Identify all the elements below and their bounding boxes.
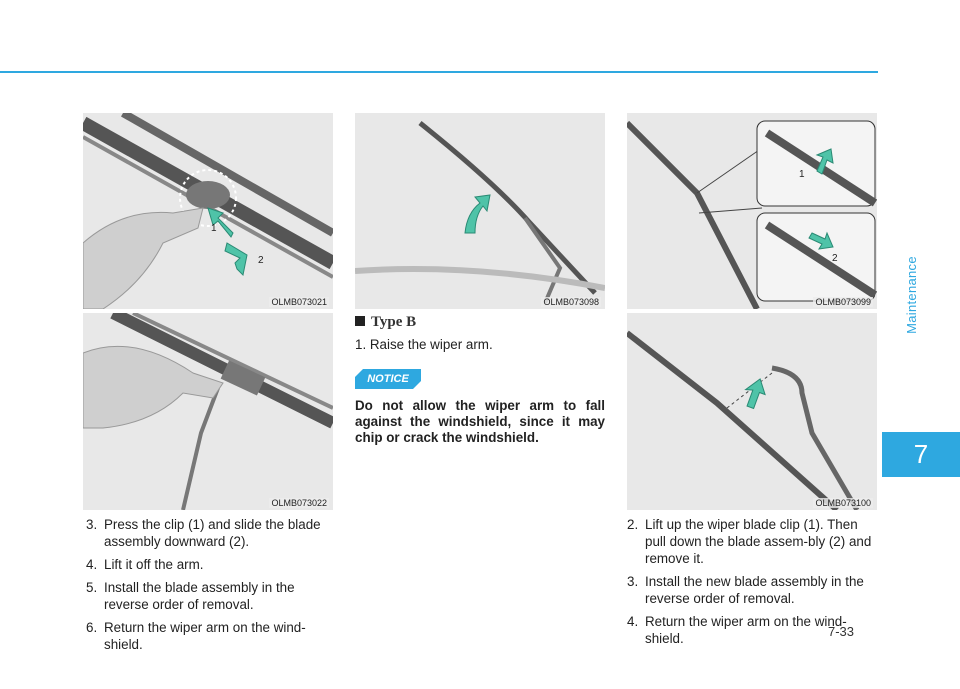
list-item: 3.Press the clip (1) and slide the blade… [86,517,321,549]
figure-code: OLMB073100 [813,498,873,508]
section-label: Maintenance [904,256,919,334]
figure-lift-blade: OLMB073022 [83,313,333,510]
figure-code: OLMB073099 [813,297,873,307]
list-item: 3.Install the new blade assembly in the … [627,574,864,606]
notice-badge: NOTICE [355,369,421,389]
list-item: 5.Install the blade assembly in the reve… [86,580,295,612]
callout-1: 1 [211,223,217,234]
header-rule [0,71,878,73]
list-item: 6.Return the wiper arm on the wind-shiel… [86,620,306,652]
figure-raise-arm: OLMB073098 [355,113,605,309]
left-steps: 3.Press the clip (1) and slide the blade… [86,516,334,659]
figure-code: OLMB073021 [269,297,329,307]
callout-2: 2 [258,255,264,266]
figure-clip-detail: 1 2 OLMB073099 [627,113,877,309]
figure-press-clip: 1 2 OLMB073021 [83,113,333,309]
list-item: 4.Lift it off the arm. [86,557,204,572]
list-item: 2.Lift up the wiper blade clip (1). Then… [627,517,872,566]
callout-1: 1 [799,169,805,180]
page-number: 7-33 [828,624,855,639]
figure-remove-blade: OLMB073100 [627,313,877,510]
wiper-remove-illustration [627,313,877,510]
figure-code: OLMB073098 [541,297,601,307]
wiper-raise-illustration [355,113,605,309]
notice-text: Do not allow the wiper arm to fall again… [355,398,605,445]
list-item: 4.Return the wiper arm on the wind-shiel… [627,614,847,646]
wiper-lift-illustration [83,313,333,510]
right-steps: 2.Lift up the wiper blade clip (1). Then… [627,516,879,653]
section-heading: Type B [355,314,416,331]
wiper-clip-illustration: 1 2 [83,113,333,309]
callout-2: 2 [832,253,838,264]
chapter-number: 7 [882,432,960,477]
step-raise-arm: 1. Raise the wiper arm. [355,337,493,352]
figure-code: OLMB073022 [269,498,329,508]
wiper-clip-detail-illustration: 1 2 [627,113,877,309]
square-bullet-icon [355,316,365,326]
